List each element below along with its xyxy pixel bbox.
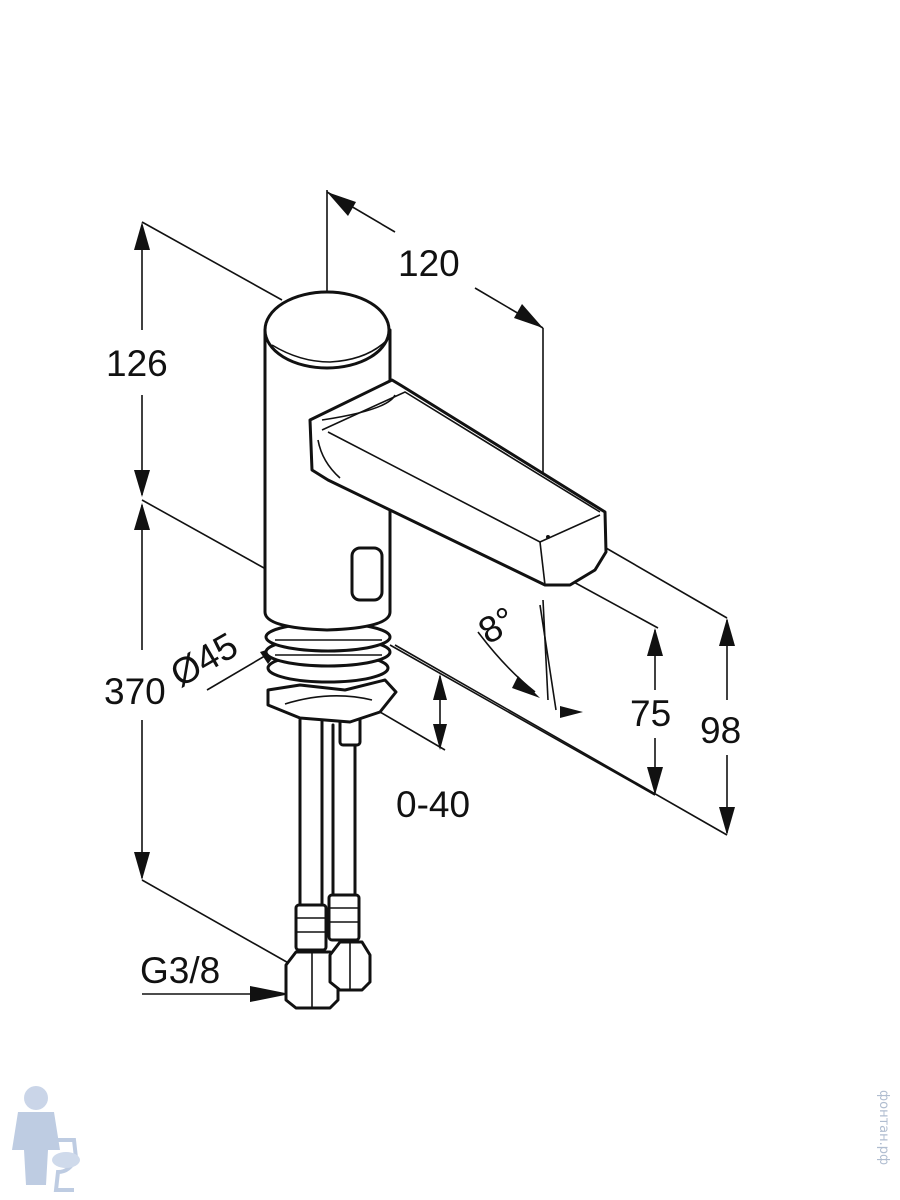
faucet-body — [263, 290, 608, 1010]
dim-diameter-45: Ø45 — [164, 624, 245, 694]
watermark-text: фонтан.рф — [876, 1090, 891, 1165]
dim-angle-8: 8° — [472, 599, 523, 652]
dim-g3-8: G3/8 — [140, 950, 220, 991]
dim-370: 370 — [104, 671, 166, 712]
dim-126: 126 — [106, 343, 168, 384]
dim-120: 120 — [398, 243, 460, 284]
dimension-lines — [134, 190, 735, 1002]
dim-75: 75 — [630, 693, 671, 734]
dim-0-40: 0-40 — [396, 784, 470, 825]
dim-98: 98 — [700, 710, 741, 751]
dimension-labels: 126 120 370 Ø45 8° 75 98 0-40 G3/8 — [104, 243, 741, 991]
plumber-logo — [12, 1086, 80, 1192]
